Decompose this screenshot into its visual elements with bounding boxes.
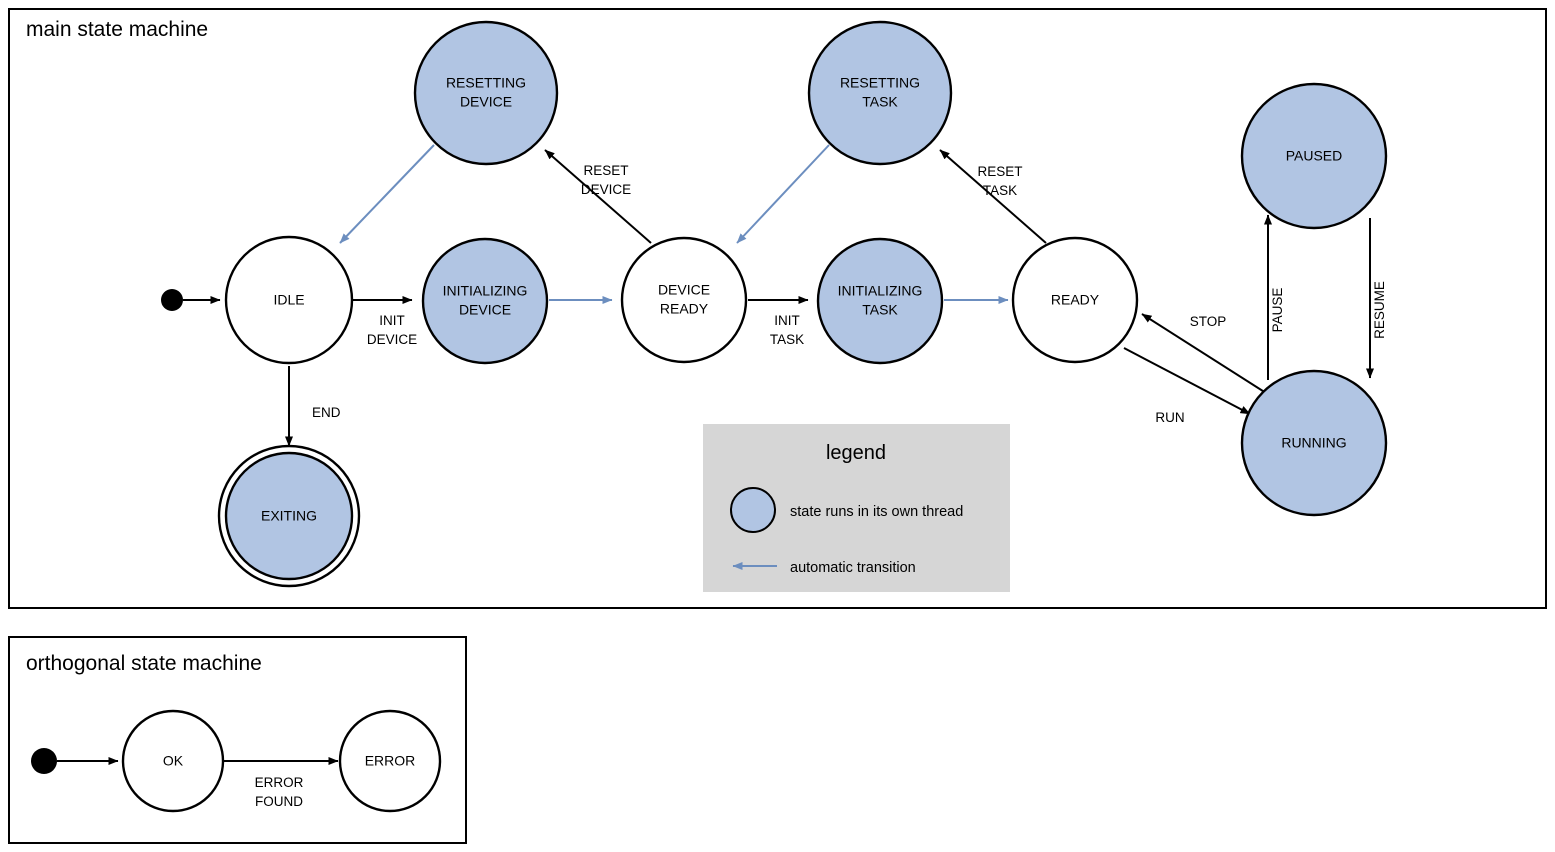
- state-label-exiting: EXITING: [261, 508, 317, 524]
- edge-label-end: END: [312, 405, 341, 420]
- state-node-ok[interactable]: OK: [121, 709, 225, 813]
- legend: legend state runs in its own thread auto…: [703, 424, 1010, 592]
- state-label-paused: PAUSED: [1286, 148, 1343, 164]
- legend-thread-state-swatch: [730, 487, 776, 533]
- state-label-running: RUNNING: [1281, 435, 1346, 451]
- edge-label-init-device-line2: DEVICE: [367, 332, 417, 347]
- edge-running-to-ready: [1141, 313, 1267, 394]
- state-node-resetting-task[interactable]: RESETTING TASK: [807, 20, 953, 166]
- edge-resetting-device-to-idle: [339, 144, 435, 244]
- state-node-exiting[interactable]: EXITING: [217, 444, 361, 588]
- edge-label-run: RUN: [1155, 410, 1184, 425]
- state-label-resetting-task-line2: TASK: [862, 94, 898, 110]
- state-label-resetting-task-line1: RESETTING: [840, 75, 920, 91]
- state-node-device-ready[interactable]: DEVICE READY: [620, 236, 748, 364]
- state-label-device-ready-line1: DEVICE: [658, 282, 710, 298]
- state-node-initializing-device[interactable]: INITIALIZING DEVICE: [421, 237, 549, 365]
- state-label-error: ERROR: [365, 753, 416, 769]
- edge-device-ready-to-resetting-device: [544, 149, 652, 244]
- state-node-ready[interactable]: READY: [1011, 236, 1139, 364]
- edge-label-reset-device-line2: DEVICE: [581, 182, 631, 197]
- state-label-initializing-device-line1: INITIALIZING: [443, 283, 528, 299]
- state-node-paused[interactable]: PAUSED: [1240, 82, 1388, 230]
- state-label-ok: OK: [163, 753, 184, 769]
- legend-item-automatic-text: automatic transition: [790, 560, 916, 576]
- edge-label-init-task-line1: INIT: [774, 313, 800, 328]
- legend-title: legend: [826, 442, 886, 464]
- state-label-initializing-device-line2: DEVICE: [459, 302, 511, 318]
- state-label-device-ready-line2: READY: [660, 301, 709, 317]
- state-label-resetting-device-line1: RESETTING: [446, 75, 526, 91]
- edge-ready-to-running: [1123, 347, 1251, 415]
- main-frame: [8, 8, 1547, 609]
- edge-label-reset-task-line2: TASK: [983, 183, 1017, 198]
- orthogonal-frame: [8, 636, 467, 844]
- edge-label-init-task-line2: TASK: [770, 332, 804, 347]
- edge-label-resume: RESUME: [1372, 281, 1387, 339]
- main-frame-title: main state machine: [26, 18, 208, 41]
- state-node-error[interactable]: ERROR: [338, 709, 442, 813]
- initial-state-dot: [161, 289, 183, 311]
- edge-label-reset-task-line1: RESET: [977, 164, 1022, 179]
- orthogonal-frame-title: orthogonal state machine: [26, 652, 262, 675]
- state-label-idle: IDLE: [273, 292, 304, 308]
- edge-label-reset-device-line1: RESET: [583, 163, 628, 178]
- state-node-running[interactable]: RUNNING: [1240, 369, 1388, 517]
- edge-label-pause: PAUSE: [1270, 288, 1285, 333]
- state-label-ready: READY: [1051, 292, 1100, 308]
- legend-item-thread-text: state runs in its own thread: [790, 504, 963, 520]
- edge-label-error-found-line1: ERROR: [255, 775, 304, 790]
- state-node-initializing-task[interactable]: INITIALIZING TASK: [816, 237, 944, 365]
- edge-label-error-found-line2: FOUND: [255, 794, 303, 809]
- edge-label-init-device-line1: INIT: [379, 313, 405, 328]
- state-label-initializing-task-line2: TASK: [862, 302, 898, 318]
- state-label-resetting-device-line2: DEVICE: [460, 94, 512, 110]
- edge-label-stop: STOP: [1190, 314, 1227, 329]
- state-node-idle[interactable]: IDLE: [224, 235, 354, 365]
- state-label-initializing-task-line1: INITIALIZING: [838, 283, 923, 299]
- edge-resetting-task-to-device-ready: [736, 144, 830, 244]
- state-node-resetting-device[interactable]: RESETTING DEVICE: [413, 20, 559, 166]
- edge-ready-to-resetting-task: [939, 149, 1047, 244]
- orthogonal-initial-state-dot: [31, 748, 57, 774]
